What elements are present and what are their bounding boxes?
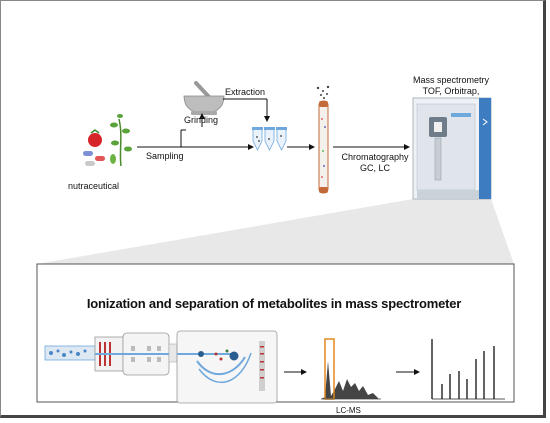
pea-plant-icon [110, 114, 132, 167]
to-column-arrow [287, 144, 315, 150]
grinding-label: Grinding [184, 115, 219, 125]
mass-spectrometer-icon [412, 97, 492, 200]
mass-spectrometry-label: Mass spectrometry TOF, Orbitrap, [403, 75, 499, 97]
ms-line-1: Mass spectrometry [412, 75, 490, 85]
zoom-projection [37, 199, 514, 264]
mass-spectrum [431, 339, 505, 400]
tomato-icon [88, 129, 102, 147]
to-ms-arrow [333, 144, 410, 150]
sampling-label: Sampling [146, 151, 184, 161]
panel-title: Ionization and separation of metabolites… [86, 296, 462, 311]
lcms-chromatogram [321, 338, 381, 400]
panel-arrow-2 [396, 369, 420, 375]
chromatography-line-1: Chromatography [341, 152, 409, 162]
extraction-label: Extraction [225, 87, 266, 97]
capsules-icon [83, 151, 105, 166]
chromatography-line-2: GC, LC [359, 163, 390, 173]
mortar-pestle-icon [183, 81, 225, 115]
panel-arrow-1 [284, 369, 307, 375]
chromatography-column-icon [316, 85, 330, 194]
extraction-arrow [223, 98, 270, 122]
ion-source-schematic [44, 330, 278, 404]
grinding-branch-arrow [180, 113, 205, 147]
chromatography-label: Chromatography GC, LC [335, 152, 415, 174]
ms-line-2: TOF, Orbitrap, [422, 86, 480, 96]
lcms-label: LC-MS [336, 406, 361, 415]
sampling-arrow [137, 144, 254, 150]
nutraceutical-label: nutraceutical [68, 181, 120, 191]
extraction-tubes-icon [252, 127, 287, 151]
